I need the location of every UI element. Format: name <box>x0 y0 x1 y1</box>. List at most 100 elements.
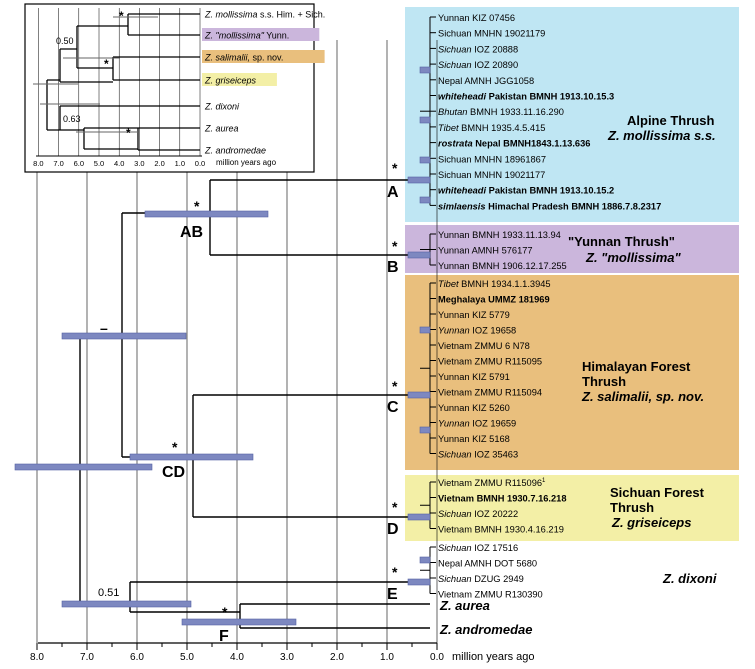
node-label-b: B <box>387 259 399 276</box>
leaf-branches <box>420 16 436 594</box>
hpd-bar <box>407 578 431 586</box>
specimen-label: Sichuan IOZ 35463 <box>438 450 518 460</box>
branch-ab <box>209 179 420 256</box>
inset-taxon-labels: Z. mollissima s.s. Him. + Sich.Z. "molli… <box>202 10 325 156</box>
main-axis-label: million years ago <box>452 651 535 663</box>
inset-support-063: 0.63 <box>63 114 81 124</box>
inset-taxon-label: Z. andromedae <box>204 146 266 156</box>
specimen-label: Sichuan MNHN 18961867 <box>438 154 546 164</box>
group-himalayan-line1: Himalayan Forest <box>582 359 691 374</box>
specimen-label: Yunnan BMNH 1933.11.13.94 <box>438 230 561 240</box>
inset-axis-tick-label: 2.0 <box>154 159 164 168</box>
hpd-bar <box>61 600 192 608</box>
hpd-bar <box>407 176 431 184</box>
hpd-bar <box>407 251 431 259</box>
specimen-label: Yunnan AMNH 576177 <box>438 246 533 256</box>
specimen-label: Sichuan MNHN 19021179 <box>438 29 545 39</box>
inset-support-050: 0.50 <box>56 36 74 46</box>
inset-taxon-label: Z. "mollissima" Yunn. <box>204 31 289 41</box>
node-label-ab: AB <box>180 224 203 241</box>
hpd-bars <box>14 66 431 626</box>
group-names: Alpine Thrush Z. mollissima s.s. "Yunnan… <box>568 113 717 586</box>
specimen-label: Vietnam ZMMU 6 N78 <box>438 341 530 351</box>
specimen-label: Vietnam ZMMU R115094 <box>438 388 542 398</box>
star-ab: * <box>194 198 200 214</box>
panel-sichuan-forest-thrush <box>405 475 739 541</box>
group-sichuan-line1b: Thrush <box>610 500 654 515</box>
main-axis-tick-label: 7.0 <box>80 652 94 663</box>
main-axis-tick-label: 5.0 <box>180 652 194 663</box>
outgroup-aurea: Z. aurea <box>439 598 490 613</box>
group-dixoni: Z. dixoni <box>662 571 717 586</box>
main-axis-tick-label: 0.0 <box>430 652 444 663</box>
group-sichuan-line2: Z. griseiceps <box>611 515 691 530</box>
hpd-bar <box>419 116 431 124</box>
panel-himalayan-forest-thrush <box>405 275 739 470</box>
star-a: * <box>392 160 398 176</box>
group-yunnan-line2: Z. "mollissima" <box>585 250 682 265</box>
specimen-label: Yunnan KIZ 5779 <box>438 310 510 320</box>
node-label-c: C <box>387 399 399 416</box>
group-alpine-line1: Alpine Thrush <box>627 113 714 128</box>
star-d: * <box>392 499 398 515</box>
inset-axis-tick-label: 4.0 <box>114 159 124 168</box>
main-axis-tick-label: 8.0 <box>30 652 44 663</box>
specimen-label: Meghalaya UMMZ 181969 <box>438 295 550 305</box>
star-c: * <box>392 378 398 394</box>
hpd-bar <box>419 196 431 204</box>
specimen-label: Nepal AMNH DOT 5680 <box>438 559 537 569</box>
inset-taxon-label: Z. salimalii, sp. nov. <box>204 53 283 63</box>
group-yunnan-line1: "Yunnan Thrush" <box>568 234 675 249</box>
specimen-label: Sichuan IOZ 20888 <box>438 44 518 54</box>
panel-yunnan-thrush <box>405 225 739 273</box>
node-label-cd: CD <box>162 464 185 481</box>
inset-star-mid: * <box>104 57 109 71</box>
specimen-label: Sichuan DZUG 2949 <box>438 574 524 584</box>
specimen-label: whiteheadi Pakistan BMNH 1913.10.15.3 <box>438 92 614 102</box>
hpd-bar <box>419 426 431 434</box>
inset-axis-tick-label: 3.0 <box>134 159 144 168</box>
specimen-label: Vietnam ZMMU R130390 <box>438 590 543 600</box>
inset-taxon-highlight <box>202 73 277 86</box>
specimen-label: Sichuan MNHN 19021177 <box>438 170 545 180</box>
outgroup-andromedae: Z. andromedae <box>439 622 532 637</box>
specimen-label: Nepal AMNH JGG1058 <box>438 76 534 86</box>
hpd-bar <box>419 156 431 164</box>
specimen-label: Tibet BMNH 1934.1.1.3945 <box>438 279 551 289</box>
specimen-label: Sichuan IOZ 17516 <box>438 543 518 553</box>
specimen-label: Yunnan KIZ 5168 <box>438 434 510 444</box>
node-letters: A B C D E F AB CD <box>162 184 399 645</box>
hpd-bar <box>181 618 297 626</box>
inset-taxon-highlight <box>202 50 325 63</box>
inset-taxon-label: Z. dixoni <box>204 102 240 112</box>
node-label-e: E <box>387 586 398 603</box>
node-label-d: D <box>387 521 399 538</box>
main-axis-tick-label: 3.0 <box>280 652 294 663</box>
specimen-label: Yunnan IOZ 19659 <box>438 419 516 429</box>
main-axis-tick-label: 6.0 <box>130 652 144 663</box>
inset-star-bottom: * <box>126 126 131 140</box>
inset-branches <box>46 13 200 151</box>
hpd-bar <box>14 463 153 471</box>
inset-gridlines <box>38 8 201 156</box>
star-cd: * <box>172 439 178 455</box>
specimen-label: whiteheadi Pakistan BMNH 1913.10.15.2 <box>438 186 614 196</box>
specimen-label: Yunnan BMNH 1906.12.17.255 <box>438 261 567 271</box>
hpd-bar <box>419 556 431 564</box>
inset-tree: Z. mollissima s.s. Him. + Sich.Z. "molli… <box>24 3 325 173</box>
hpd-bar <box>407 391 431 399</box>
inset-axis-label: million years ago <box>216 158 277 167</box>
dash-root: – <box>100 320 108 336</box>
main-axis-tick-label: 2.0 <box>330 652 344 663</box>
inset-axis-tick-label: 1.0 <box>175 159 185 168</box>
hpd-bar <box>61 332 187 340</box>
hpd-bar <box>407 513 431 521</box>
node-label-f: F <box>219 628 229 645</box>
specimen-label: Yunnan KIZ 5260 <box>438 403 510 413</box>
hpd-bar <box>419 66 431 74</box>
branch-ef <box>129 581 420 613</box>
main-tree <box>79 179 430 629</box>
